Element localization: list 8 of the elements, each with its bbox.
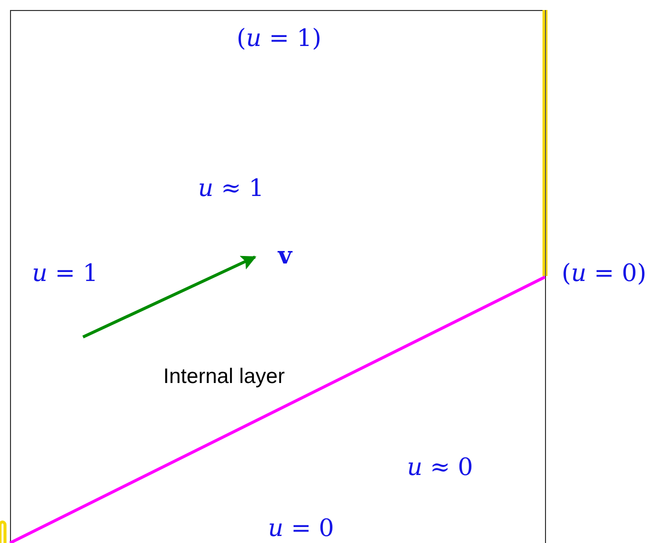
boundary-condition: (u = 1)	[236, 24, 322, 52]
boundary-condition: (u = 0)	[562, 259, 646, 287]
region-value: u ≈ 1	[198, 174, 264, 202]
boundary-condition: u = 1	[32, 259, 98, 287]
layer-label: Internal layer	[163, 365, 285, 389]
boundary-condition: u = 0	[268, 514, 334, 542]
velocity-label: v	[278, 240, 292, 270]
region-value: u ≈ 0	[406, 453, 474, 481]
